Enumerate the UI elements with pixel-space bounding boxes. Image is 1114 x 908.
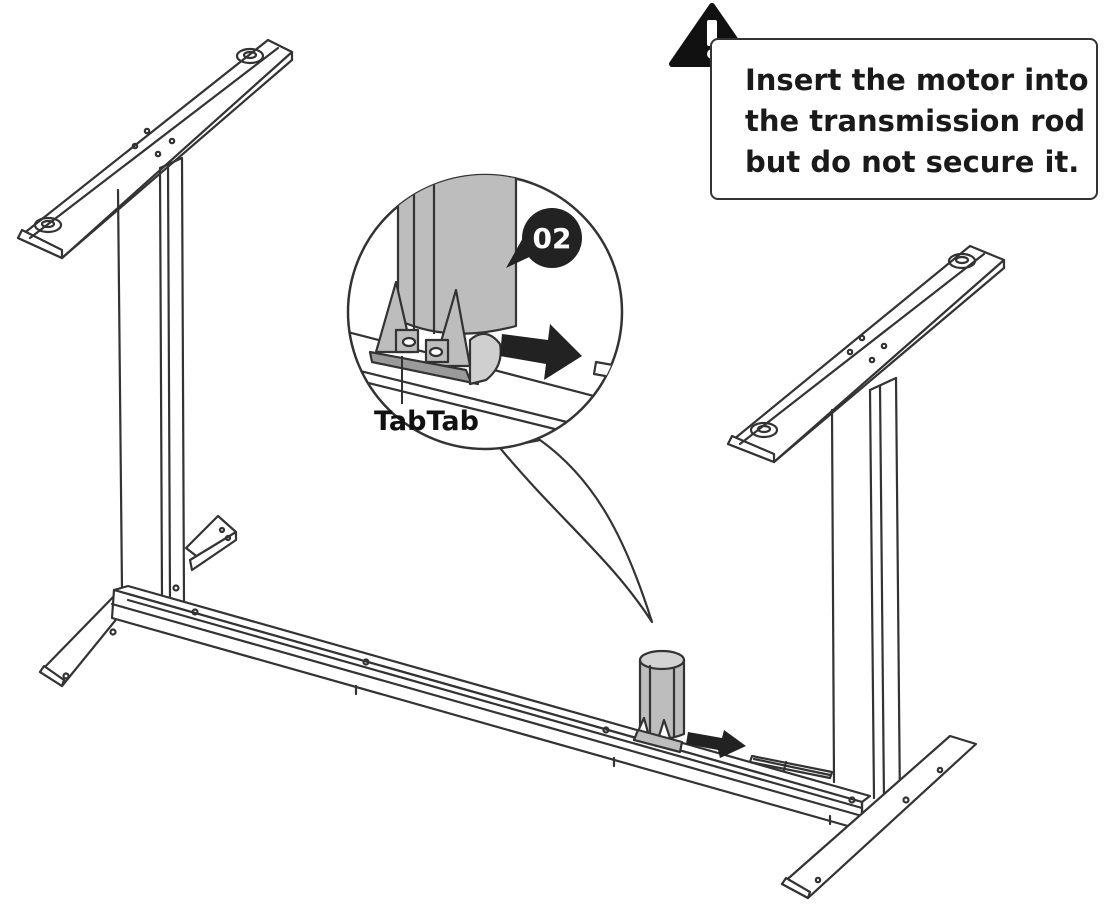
right-foot [780, 734, 978, 900]
warning-line-2: the transmission rod [745, 104, 1086, 138]
right-upright [830, 376, 902, 810]
left-upright [116, 156, 238, 606]
step-number: 02 [533, 222, 572, 255]
transmission-rod [748, 754, 834, 780]
cross-beam [110, 584, 872, 832]
insert-arrow-icon [500, 324, 582, 380]
warning-line-1: Insert the motor into [745, 63, 1089, 97]
warning-line-3: but do not secure it. [745, 145, 1080, 179]
warning-note-box [710, 38, 1098, 200]
insert-arrow-icon [686, 730, 746, 758]
left-top-beam [16, 38, 294, 260]
motor [632, 649, 686, 754]
right-top-beam [726, 244, 1006, 464]
step-badge [522, 208, 582, 268]
tab-label: TabTab [374, 406, 479, 437]
warning-note-text: Insert the motor into the transmission r… [745, 60, 1090, 183]
magnifier-callout: TabTab 02 [346, 173, 654, 624]
